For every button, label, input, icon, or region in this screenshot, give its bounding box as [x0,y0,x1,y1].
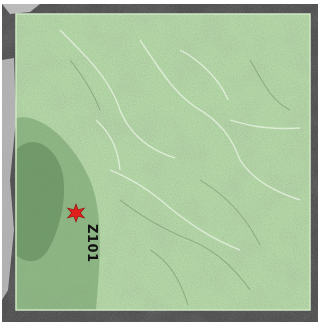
location-label: Z101 [84,224,99,263]
red-star-marker-icon[interactable] [66,203,86,223]
study-area-overlay [15,13,311,311]
